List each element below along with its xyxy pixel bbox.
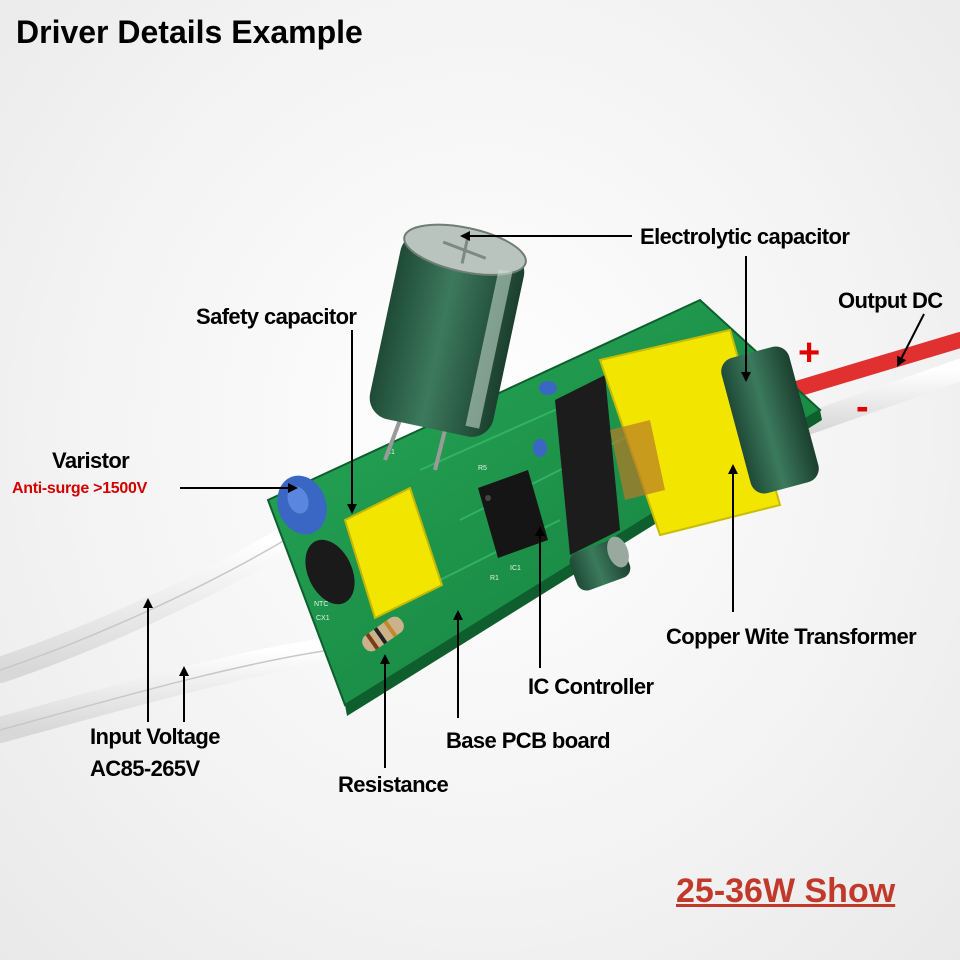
polarity-minus: -: [856, 386, 869, 428]
page-title: Driver Details Example: [16, 14, 363, 50]
ic-chip: [478, 470, 548, 558]
polarity-plus: +: [798, 332, 820, 374]
label-safety-capacitor: Safety capacitor: [196, 304, 357, 329]
svg-text:NTC: NTC: [314, 601, 328, 608]
label-copper-transformer: Copper Wite Transformer: [666, 624, 917, 649]
svg-text:CX1: CX1: [316, 615, 330, 622]
svg-text:C1: C1: [386, 449, 395, 456]
input-wires: [0, 527, 343, 743]
svg-text:R1: R1: [490, 575, 499, 582]
label-resistance: Resistance: [338, 772, 449, 797]
small-electrolytic: [569, 536, 631, 591]
resistor-component: [362, 616, 404, 652]
label-input-voltage: Input Voltage: [90, 724, 221, 749]
big-electrolytic: [369, 223, 527, 471]
ceramic-cap: [539, 381, 557, 395]
power-badge: 25-36W Show: [676, 872, 896, 910]
safety-capacitor-component: [343, 486, 444, 620]
label-input-voltage-range: AC85-265V: [90, 756, 200, 781]
label-varistor: Varistor: [52, 448, 130, 473]
label-base-pcb: Base PCB board: [446, 728, 611, 753]
label-ic-controller: IC Controller: [528, 674, 654, 699]
output-electrolytic: [721, 346, 819, 494]
ntc-component: [305, 539, 355, 605]
callout-arrows: [143, 231, 925, 768]
label-electrolytic-capacitor: Electrolytic capacitor: [640, 224, 850, 249]
svg-text:R5: R5: [478, 465, 487, 472]
svg-text:IC1: IC1: [510, 565, 521, 572]
label-output-dc: Output DC: [838, 288, 943, 313]
label-varistor-note: Anti-surge >1500V: [12, 480, 147, 497]
ceramic-cap: [533, 439, 547, 457]
